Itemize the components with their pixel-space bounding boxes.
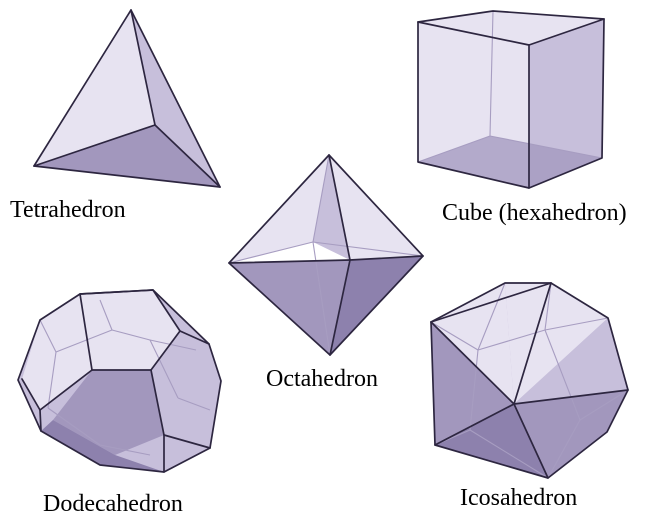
cube-shape	[417, 10, 605, 189]
tetrahedron-shape	[33, 9, 221, 188]
octahedron-shape	[228, 154, 424, 356]
cube-label: Cube (hexahedron)	[442, 200, 627, 226]
dodecahedron-shape	[17, 289, 222, 473]
icosahedron-label: Icosahedron	[460, 485, 577, 511]
octahedron-label: Octahedron	[266, 366, 378, 392]
icosahedron-shape	[430, 282, 629, 479]
dodecahedron-label: Dodecahedron	[43, 491, 183, 517]
tetrahedron-label: Tetrahedron	[10, 197, 126, 223]
